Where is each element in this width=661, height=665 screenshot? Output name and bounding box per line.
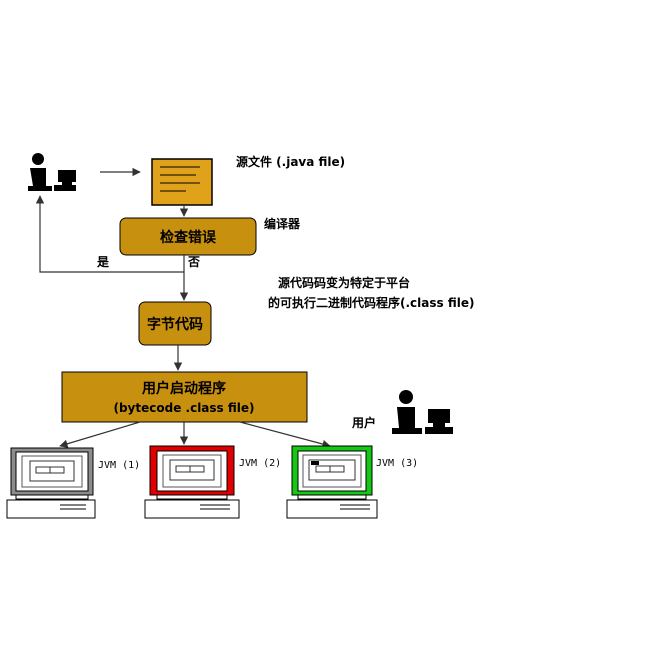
user-start-box: 用户启动程序 (bytecode .class file)	[61, 371, 308, 423]
check-errors-box: 检查错误	[119, 217, 257, 256]
compiler-label: 编译器	[263, 216, 301, 231]
user-start-line2: (bytecode .class file)	[113, 401, 254, 415]
yes-label: 是	[96, 255, 110, 269]
user-start-line1: 用户启动程序	[142, 380, 226, 397]
computer-icon-jvm2	[144, 445, 240, 519]
user-icon	[392, 390, 453, 434]
source-file-label: 源文件 (.java file)	[236, 154, 345, 169]
bytecode-note-line1: 源代码码变为特定于平台	[278, 275, 410, 290]
jvm3-label: JVM (3)	[376, 458, 418, 469]
document-icon	[151, 158, 213, 206]
yes-feedback-arrow	[35, 195, 185, 273]
bytecode-note-line2: 的可执行二进制代码程序(.class file)	[268, 295, 474, 310]
computer-icon-jvm3	[286, 445, 378, 519]
jvm1-label: JVM (1)	[98, 460, 140, 471]
bytecode-box: 字节代码	[138, 301, 212, 346]
bytecode-label: 字节代码	[147, 316, 203, 333]
no-label: 否	[187, 255, 200, 269]
developer-icon	[28, 153, 76, 191]
computer-icon-jvm1	[6, 447, 96, 519]
jvm2-label: JVM (2)	[239, 458, 281, 469]
check-errors-label: 检查错误	[160, 229, 217, 246]
user-label: 用户	[351, 415, 376, 430]
